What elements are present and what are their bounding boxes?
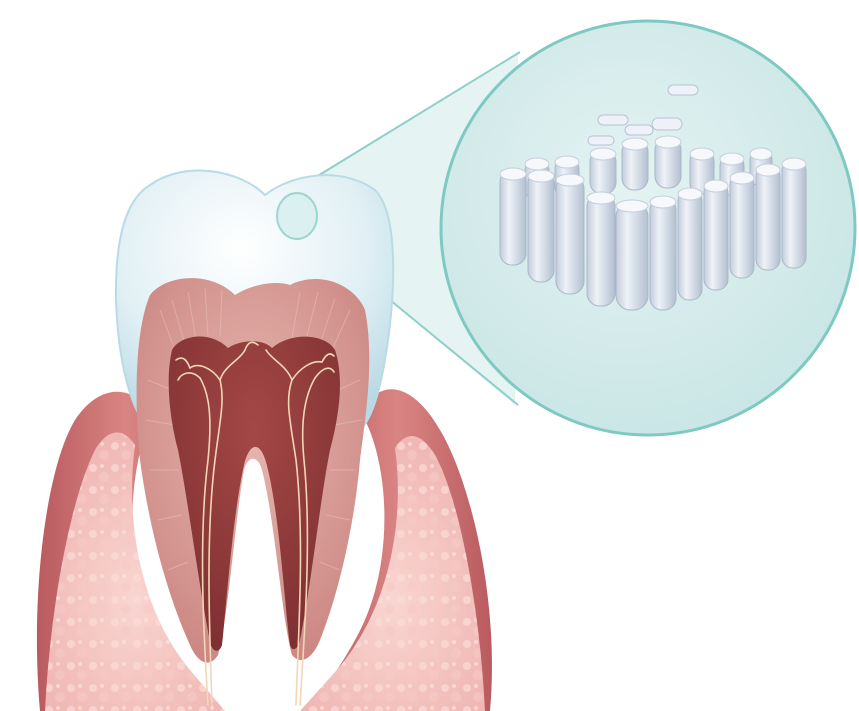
enamel-rod — [704, 182, 728, 290]
loose-enamel-crystal — [652, 118, 682, 130]
enamel-rod — [782, 160, 806, 268]
enamel-rod — [650, 198, 676, 310]
loose-enamel-crystal — [625, 125, 653, 135]
enamel-rod-top — [590, 148, 616, 160]
enamel-rod-top — [525, 158, 549, 170]
enamel-rod-top — [556, 174, 584, 186]
enamel-rod-top — [782, 158, 806, 170]
enamel-rod — [616, 202, 648, 310]
enamel-rod-top — [655, 136, 681, 148]
enamel-rod — [528, 172, 554, 282]
loose-enamel-crystal — [668, 85, 698, 95]
enamel-rod-top — [650, 196, 676, 208]
enamel-rod — [556, 176, 584, 294]
enamel-rod-top — [720, 153, 744, 165]
enamel-rod-top — [730, 172, 754, 184]
enamel-rod-top — [678, 188, 702, 200]
enamel-rod — [500, 170, 526, 265]
enamel-rod-top — [616, 200, 648, 212]
enamel-rod — [730, 174, 754, 278]
magnified-spot — [277, 193, 317, 239]
enamel-rod-top — [555, 156, 579, 168]
enamel-rod — [678, 190, 702, 300]
loose-enamel-crystal — [598, 115, 628, 125]
enamel-rod — [756, 166, 780, 270]
enamel-rod-top — [756, 164, 780, 176]
enamel-rod — [587, 194, 615, 306]
enamel-rod-top — [587, 192, 615, 204]
loose-enamel-crystal — [588, 136, 614, 145]
enamel-rod-top — [622, 138, 648, 150]
enamel-rod-top — [750, 148, 772, 160]
enamel-rod-top — [704, 180, 728, 192]
enamel-rod-top — [528, 170, 554, 182]
enamel-rod-top — [500, 168, 526, 180]
enamel-rod-top — [690, 148, 714, 160]
